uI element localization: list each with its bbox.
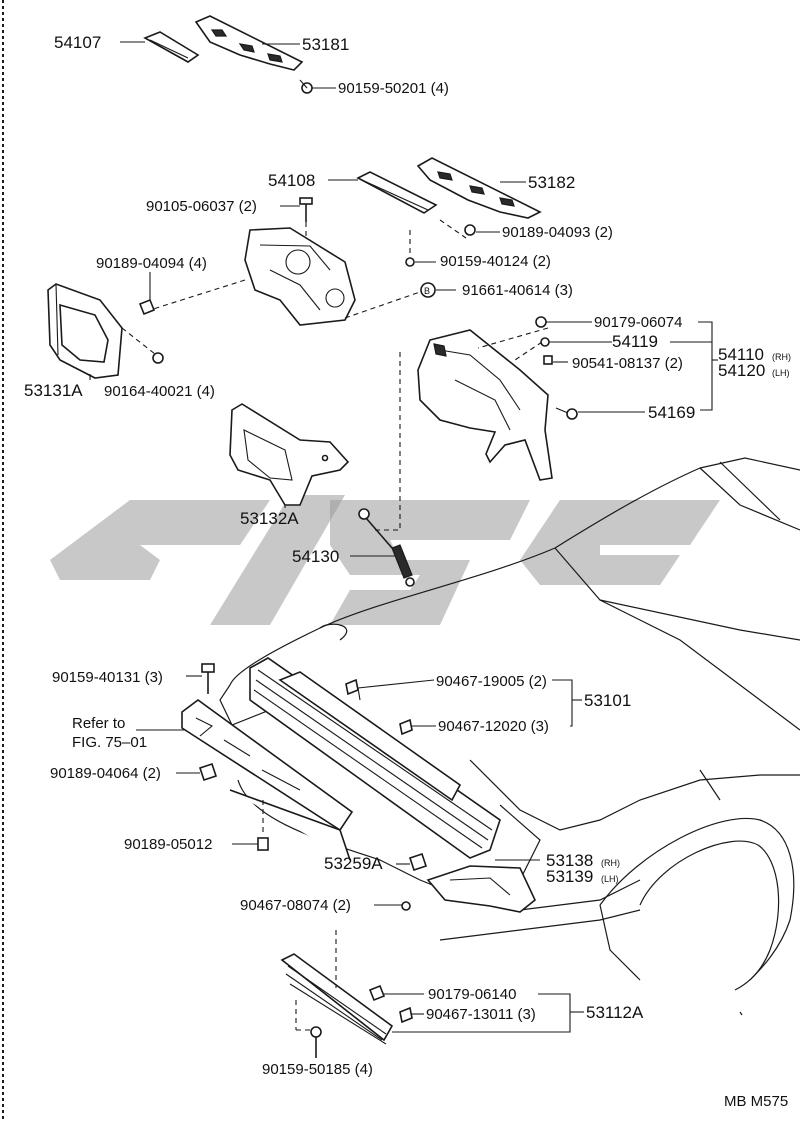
label-53131A: 53131A xyxy=(24,381,83,400)
label-53139-side: (LH) xyxy=(601,874,619,884)
label-90467-12020: 90467-12020 (3) xyxy=(438,718,549,735)
label-90189-04064: 90189-04064 (2) xyxy=(50,765,161,782)
clip-90467-08074-drawing xyxy=(401,901,411,911)
label-90105-06037: 90105-06037 (2) xyxy=(146,198,257,215)
label-90541-08137: 90541-08137 (2) xyxy=(572,355,683,372)
label-53138-side: (RH) xyxy=(601,858,620,868)
diagram-code: MB M575 xyxy=(724,1093,788,1110)
label-53138: 53138 xyxy=(546,851,593,870)
bolt-90159-50185-drawing xyxy=(310,1026,322,1058)
label-90467-13011: 90467-13011 (3) xyxy=(426,1006,536,1023)
watermark-logo xyxy=(50,495,720,625)
nut-90189-04093-drawing xyxy=(464,224,476,236)
label-54169: 54169 xyxy=(648,403,695,422)
label-90164-40021: 90164-40021 (4) xyxy=(104,383,215,400)
bolt-90159-40131-drawing xyxy=(201,663,215,694)
label-53259A: 53259A xyxy=(324,854,383,873)
label-54108: 54108 xyxy=(268,171,315,190)
part-53138-drawing xyxy=(426,865,536,913)
label-90467-08074: 90467-08074 (2) xyxy=(240,897,351,914)
label-53182: 53182 xyxy=(528,173,575,192)
part-53131A-drawing xyxy=(47,283,123,379)
nut-90189-05012-drawing xyxy=(257,837,269,851)
bolt-54169-drawing xyxy=(555,407,578,420)
headlamp-bracket-drawing xyxy=(244,227,356,326)
clip-91661-40614-drawing: B xyxy=(420,282,436,298)
bolt-54119-drawing xyxy=(540,337,550,347)
part-53182-drawing xyxy=(416,157,542,219)
label-90189-05012: 90189-05012 xyxy=(124,836,212,853)
label-90159-50201: 90159-50201 (4) xyxy=(338,80,449,97)
part-54108-drawing xyxy=(356,171,438,214)
clip-53259A-drawing xyxy=(408,852,428,872)
label-90159-40124: 90159-40124 (2) xyxy=(440,253,551,270)
label-90179-06074: 90179-06074 xyxy=(594,314,682,331)
label-53112A: 53112A xyxy=(586,1003,644,1022)
clip-90467-13011-drawing xyxy=(399,1006,413,1024)
label-90179-06140: 90179-06140 xyxy=(428,986,516,1003)
front-bumper-drawing xyxy=(181,699,354,861)
label-90159-40131: 90159-40131 (3) xyxy=(52,669,163,686)
refer-note-line1: Refer to xyxy=(72,715,125,732)
clip-90541-08137-drawing xyxy=(543,355,553,365)
label-53181: 53181 xyxy=(302,35,349,54)
part-53112A-drawing xyxy=(280,953,394,1045)
label-91661-40614: 91661-40614 (3) xyxy=(462,282,573,299)
nut-90189-04094-drawing xyxy=(138,298,156,316)
part-53132A-drawing xyxy=(229,403,350,506)
nut-90179-06140-drawing xyxy=(368,984,386,1002)
part-54110-drawing xyxy=(417,329,553,481)
label-90467-19005: 90467-19005 (2) xyxy=(436,673,547,690)
clip-90467-19005-drawing xyxy=(345,678,359,696)
label-54107: 54107 xyxy=(54,33,101,52)
label-90189-04093: 90189-04093 (2) xyxy=(502,224,613,241)
label-54110: 54110 xyxy=(718,345,764,364)
bolt-90164-40021-drawing xyxy=(152,352,164,364)
part-53181-drawing xyxy=(194,15,304,71)
part-54107-drawing xyxy=(143,31,200,63)
refer-note-line2: FIG. 75–01 xyxy=(72,734,147,751)
label-54119: 54119 xyxy=(612,332,658,351)
label-90189-04094: 90189-04094 (4) xyxy=(96,255,207,272)
bolt-90159-40124-drawing xyxy=(405,257,415,267)
label-53101: 53101 xyxy=(584,691,631,710)
label-54120: 54120 xyxy=(718,361,765,380)
label-54130: 54130 xyxy=(292,547,339,566)
label-53132A: 53132A xyxy=(240,509,299,528)
bolt-90159-50201-drawing xyxy=(299,79,313,94)
nut-90189-04064-drawing xyxy=(198,762,218,782)
label-54120-side: (LH) xyxy=(772,368,790,378)
label-53139: 53139 xyxy=(546,867,593,886)
bolt-90105-06037-drawing xyxy=(299,197,313,222)
label-54110-side: (RH) xyxy=(772,352,791,362)
part-53101-drawing xyxy=(249,657,501,859)
clip-90467-12020-drawing xyxy=(399,718,413,736)
label-90159-50185: 90159-50185 (4) xyxy=(262,1061,373,1078)
svg-text:B: B xyxy=(424,286,430,296)
nut-90179-06074-drawing xyxy=(535,316,547,328)
part-54130-drawing xyxy=(358,508,415,587)
